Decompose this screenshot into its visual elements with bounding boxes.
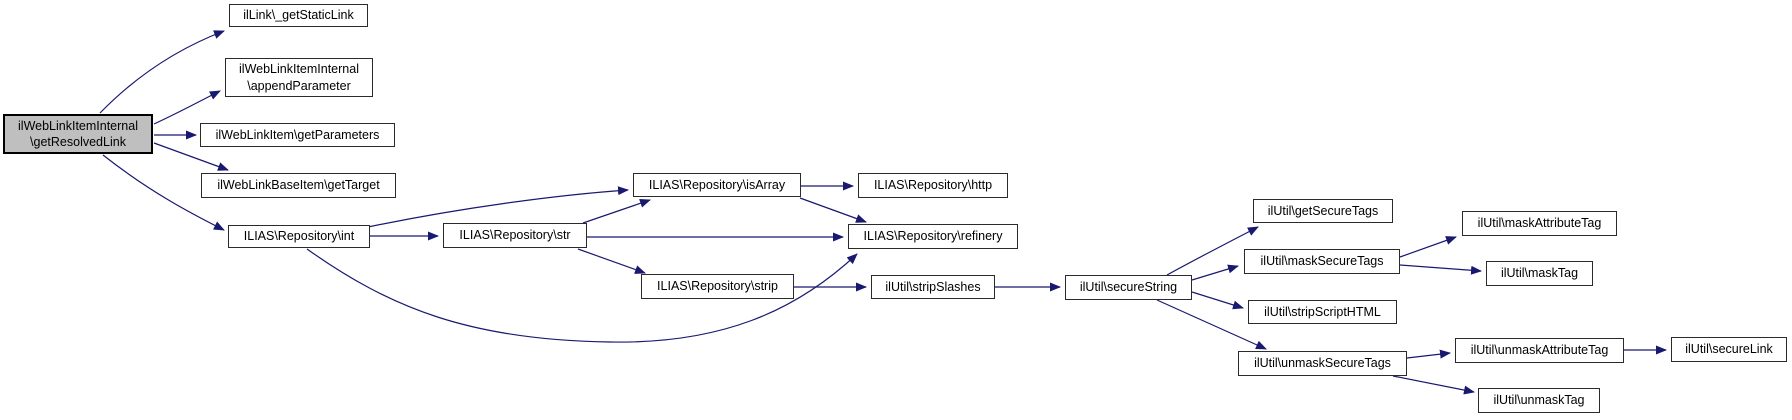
edge-masksecuretags-to-masktag [1399,264,1482,275]
node-unmaskattributetag[interactable]: ilUtil\unmaskAttributeTag [1455,338,1624,363]
edge-securestring-to-unmasksecuretags [1156,299,1267,350]
node-isarray[interactable]: ILIAS\Repository\isArray [633,173,801,197]
node-maskattributetag[interactable]: ilUtil\maskAttributeTag [1462,211,1617,236]
edge-str-to-isarray [582,198,651,224]
node-http[interactable]: ILIAS\Repository\http [858,173,1008,198]
edge-securestring-to-getsecuretags [1166,226,1259,276]
edge-getresolvedlink-to-int [102,154,225,231]
edge-unmasksecuretags-to-unmaskattributetag [1406,349,1451,359]
edge-masksecuretags-to-maskattributetag [1399,236,1457,258]
node-int[interactable]: ILIAS\Repository\int [228,225,370,248]
node-getresolvedlink[interactable]: ilWebLinkItemInternal \getResolvedLink [3,114,153,154]
edge-getresolvedlink-to-gettarget [153,142,229,171]
node-securestring[interactable]: ilUtil\secureString [1065,275,1192,300]
node-getsecuretags[interactable]: ilUtil\getSecureTags [1253,199,1393,223]
node-gettarget[interactable]: ilWebLinkBaseItem\getTarget [201,173,396,198]
node-stripscripthtml[interactable]: ilUtil\stripScriptHTML [1248,300,1397,324]
node-refinery[interactable]: ILIAS\Repository\refinery [848,224,1018,249]
node-getstaticlink[interactable]: ilLink\_getStaticLink [229,4,368,27]
edge-securestring-to-masksecuretags [1191,264,1239,281]
edge-securestring-to-stripscripthtml [1191,291,1244,310]
edge-int-to-isarray [367,186,629,228]
edge-str-to-strip [577,248,646,274]
node-str[interactable]: ILIAS\Repository\str [443,223,587,248]
node-masktag[interactable]: ilUtil\maskTag [1486,261,1593,286]
edge-isarray-to-refinery [799,197,867,223]
edge-getresolvedlink-to-getstaticlink [99,30,225,114]
edge-int-to-refinery [306,248,858,343]
node-masksecuretags[interactable]: ilUtil\maskSecureTags [1244,249,1400,274]
node-unmasksecuretags[interactable]: ilUtil\unmaskSecureTags [1238,351,1407,376]
edge-getresolvedlink-to-appendparameter [153,90,221,125]
node-strip[interactable]: ILIAS\Repository\strip [641,274,794,299]
edge-unmasksecuretags-to-unmasktag [1392,375,1475,395]
node-unmasktag[interactable]: ilUtil\unmaskTag [1478,388,1600,413]
node-securelink[interactable]: ilUtil\secureLink [1671,337,1787,362]
node-getparameters[interactable]: ilWebLinkItem\getParameters [200,123,395,147]
node-appendparameter[interactable]: ilWebLinkItemInternal \appendParameter [225,58,373,97]
node-stripslashes[interactable]: ilUtil\stripSlashes [871,275,995,299]
